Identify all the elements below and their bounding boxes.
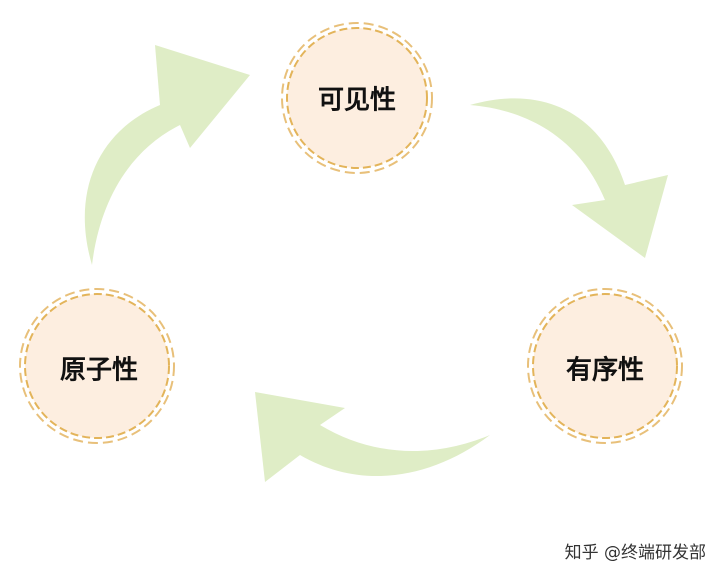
node-atomicity-label: 原子性 (59, 355, 139, 386)
node-ordering-circle (527, 288, 683, 444)
node-visibility-circle (281, 22, 433, 174)
arrow-visibility-to-ordering (470, 98, 668, 258)
node-visibility-label: 可见性 (317, 85, 397, 116)
arrow-ordering-to-atomicity (255, 392, 490, 482)
node-atomicity-circle (19, 288, 175, 444)
watermark: 知乎 @终端研发部 (564, 543, 706, 563)
arrow-atomicity-to-visibility (84, 45, 251, 265)
node-ordering-label: 有序性 (565, 355, 645, 386)
